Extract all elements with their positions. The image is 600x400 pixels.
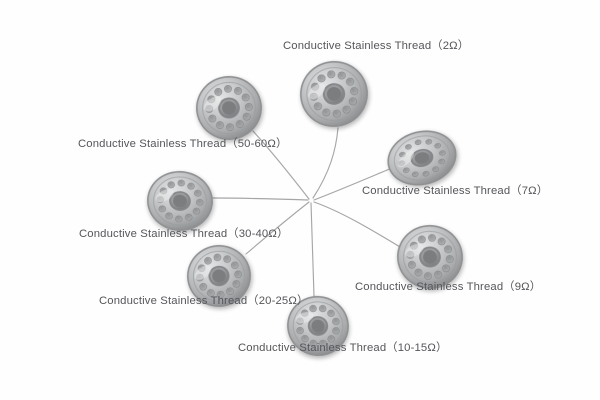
label-sample-20-25ohm: Conductive Stainless Thread（20-25Ω）	[99, 295, 309, 307]
bobbin-sample-10-15ohm	[280, 289, 356, 363]
thread-10-15ohm	[310, 202, 315, 297]
bobbin-sample-50-60ohm	[189, 69, 269, 147]
bobbin-sample-9ohm	[390, 218, 470, 296]
label-sample-10-15ohm: Conductive Stainless Thread（10-15Ω）	[238, 342, 448, 354]
label-sample-50-60ohm: Conductive Stainless Thread（50-60Ω）	[78, 138, 288, 150]
label-sample-30-40ohm: Conductive Stainless Thread（30-40Ω）	[79, 228, 289, 240]
label-sample-7ohm: Conductive Stainless Thread（7Ω）	[362, 185, 549, 197]
bobbin-sample-2ohm	[293, 54, 375, 134]
thread-2ohm	[312, 127, 339, 199]
bobbin-sample-30-40ohm	[140, 164, 220, 238]
bobbin-sample-20-25ohm	[180, 238, 258, 314]
bobbin-sample-7ohm	[380, 124, 464, 192]
thread-9ohm	[313, 201, 401, 248]
label-sample-9ohm: Conductive Stainless Thread（9Ω）	[355, 281, 542, 293]
thread-30-40ohm	[212, 197, 309, 201]
label-sample-2ohm: Conductive Stainless Thread（2Ω）	[283, 40, 470, 52]
